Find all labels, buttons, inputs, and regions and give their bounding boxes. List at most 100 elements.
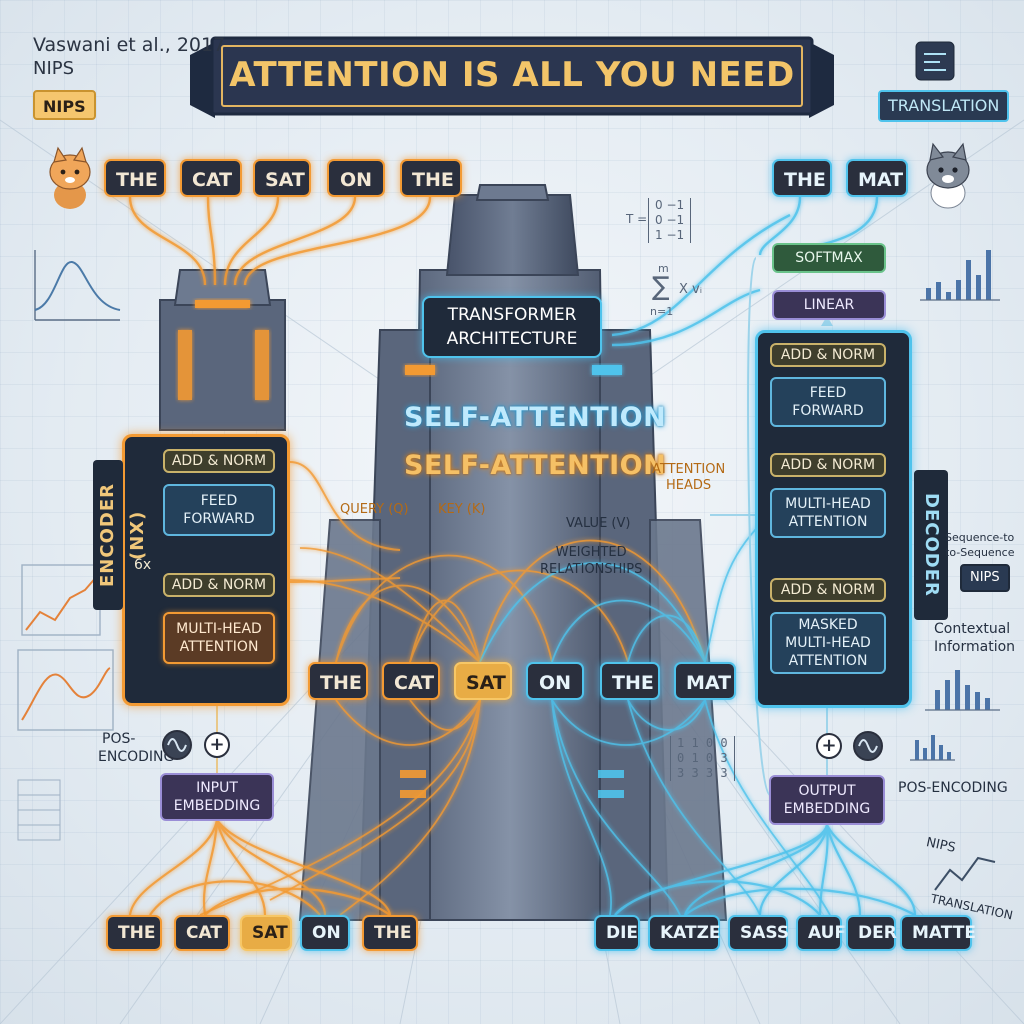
pos-line: ENCODING (98, 749, 175, 765)
encoder-multi-head-attention: MULTI-HEAD ATTENTION (163, 612, 275, 664)
weighted-line: WEIGHTED (555, 545, 627, 560)
page-title: ATTENTION IS ALL YOU NEED (229, 55, 795, 95)
output-token-bottom: DIE (594, 915, 640, 951)
encoder-repeat-label: 6x (134, 557, 152, 573)
binary-row: 3 3 3 3 (677, 766, 728, 780)
output-token-top: THE (772, 159, 832, 197)
encoder-bottom-wires (128, 819, 392, 916)
transformer-line: TRANSFORMER (447, 305, 577, 325)
attention-token: THE (308, 662, 368, 700)
binary-row: 0 1 0 3 (677, 751, 728, 765)
sum-expression: X vᵢ (679, 282, 703, 297)
title-banner-shape (190, 36, 834, 118)
softmax-block: SOFTMAX (772, 243, 886, 273)
input-token-top: CAT (180, 159, 242, 197)
attention-token-focus: SAT (454, 662, 512, 700)
encoder-top-wires (128, 196, 432, 286)
output-embedding: OUTPUT EMBEDDING (769, 775, 885, 825)
mini-bars-right-low (910, 735, 955, 761)
context-line: Information (934, 639, 1016, 655)
mini-chart-left-top (34, 250, 121, 321)
input-token-bottom: THE (106, 915, 162, 951)
cat-gray-illustration (926, 142, 970, 209)
mha-line: ATTENTION (179, 639, 259, 655)
matrix-block: 0 −1 0 −1 1 −1 (648, 198, 692, 243)
output-token-bottom: DER (846, 915, 897, 951)
output-token-bottom: KATZE (648, 915, 721, 951)
add-icon: + (204, 732, 230, 758)
citation-text: Vaswani et al., 2017 (33, 34, 226, 56)
input-token-bottom: THE (362, 915, 418, 951)
output-token-bottom: AUF (796, 915, 846, 951)
seq-line: to-Sequence (945, 546, 1015, 559)
decoder-side-label: DECODER (914, 470, 948, 620)
decoder-add-norm-2: ADD & NORM (770, 453, 886, 477)
architecture-line: ARCHITECTURE (446, 329, 578, 349)
mha-line: ATTENTION (788, 514, 868, 530)
matrix-row: 0 −1 (655, 198, 685, 212)
query-label: QUERY (Q) (340, 502, 409, 517)
attention-heads-line: ATTENTION (652, 462, 726, 477)
decoder-add-norm-1: ADD & NORM (770, 343, 886, 367)
mha-line: MULTI-HEAD (176, 621, 262, 637)
self-attention-heading: SELF-ATTENTION (404, 402, 667, 433)
sum-bottom: n=1 (650, 305, 674, 318)
sine-wave-glyph (167, 738, 187, 752)
output-token-bottom: MATTE (900, 915, 976, 951)
input-token-top: THE (104, 159, 166, 197)
matrix-prefix: T = (626, 212, 648, 226)
cat-orange-illustration (49, 146, 91, 209)
seq2seq-note: Sequence-to to-Sequence (945, 530, 1014, 560)
input-token-top: THE (400, 159, 462, 197)
context-line: Contextual (934, 621, 1011, 637)
decoder-feed-forward: FEED FORWARD (770, 377, 886, 427)
add-icon: + (816, 733, 842, 759)
encoder-side-label: ENCODER (NX) (93, 460, 148, 610)
encoder-add-norm-top: ADD & NORM (163, 449, 275, 473)
linear-block: LINEAR (772, 290, 886, 320)
embed-line: INPUT (196, 780, 238, 796)
ff-line: FEED (809, 385, 847, 401)
mini-chart-right-bottom (934, 856, 996, 891)
attention-token: CAT (382, 662, 440, 700)
mini-chart-left-low (17, 649, 114, 731)
mini-chart-left-mid (21, 564, 101, 636)
attention-heads-line: HEADS (666, 478, 712, 493)
translation-icon (915, 41, 955, 81)
masked-line: MULTI-HEAD (785, 635, 871, 651)
encoder-pos-encoding-label: POS- ENCODING (98, 730, 174, 766)
embed-line: EMBEDDING (783, 801, 871, 817)
nips-badge: NIPS (960, 564, 1010, 592)
attention-arcs-blue (479, 514, 831, 916)
output-token-bottom: SASS (728, 915, 789, 951)
input-token-bottom: CAT (174, 915, 230, 951)
input-token-top: ON (327, 159, 385, 197)
venue-badge: NIPS (33, 90, 96, 120)
transformer-architecture-label: TRANSFORMER ARCHITECTURE (422, 296, 602, 358)
ff-line: FORWARD (183, 511, 255, 527)
attention-heads-label: ATTENTION HEADS (652, 462, 725, 494)
weighted-relationships-label: WEIGHTED RELATIONSHIPS (540, 544, 642, 578)
key-label: KEY (K) (438, 502, 486, 517)
mha-line: MULTI-HEAD (785, 496, 871, 512)
masked-line: MASKED (798, 617, 858, 633)
relationships-line: RELATIONSHIPS (540, 562, 643, 577)
attention-token: ON (526, 662, 584, 700)
encoder-add-norm-bottom: ADD & NORM (163, 573, 275, 597)
decoder-add-norm-3: ADD & NORM (770, 578, 886, 602)
self-attention-heading: SELF-ATTENTION (404, 450, 667, 481)
input-token-top: SAT (253, 159, 311, 197)
contextual-information-note: Contextual Information (934, 620, 1015, 656)
mini-table-left-bottom (17, 779, 61, 841)
binary-row: 1 1 0 0 (677, 736, 728, 750)
encoder-tower (159, 269, 286, 431)
mini-bars-right-top (920, 250, 1000, 301)
output-token-top: MAT (846, 159, 908, 197)
decoder-bottom-wires (614, 824, 917, 916)
embed-line: EMBEDDING (173, 798, 261, 814)
attention-token: MAT (674, 662, 736, 700)
input-token-bottom: ON (300, 915, 350, 951)
sine-wave-icon (162, 730, 192, 760)
translation-badge: TRANSLATION (878, 90, 1010, 122)
